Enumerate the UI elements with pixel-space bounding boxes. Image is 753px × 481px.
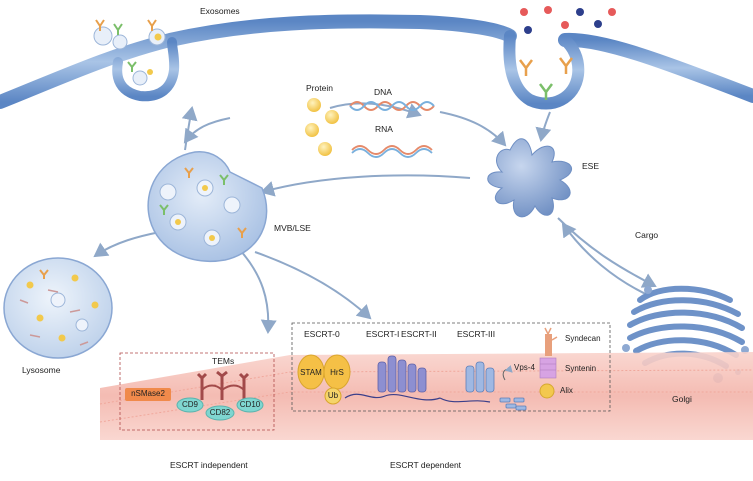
label-nsmase2: nSMase2 bbox=[131, 389, 165, 398]
label-escrt-independent: ESCRT independent bbox=[170, 460, 248, 470]
label-golgi: Golgi bbox=[672, 394, 692, 404]
vps4-arrow bbox=[502, 364, 513, 381]
label-escrt-dependent: ESCRT dependent bbox=[390, 460, 462, 470]
escrt-independent-box bbox=[119, 352, 275, 431]
label-tems: TEMs bbox=[212, 356, 235, 366]
ese-organelle bbox=[487, 138, 573, 218]
cd9-ellipse bbox=[176, 397, 204, 413]
label-protein: Protein bbox=[306, 83, 333, 93]
label-cd10: CD10 bbox=[239, 400, 261, 409]
syntenin-protein bbox=[539, 357, 557, 379]
lipid-bilayer bbox=[99, 352, 753, 440]
label-stam: STAM bbox=[300, 368, 322, 377]
label-cd82: CD82 bbox=[209, 408, 231, 417]
label-ese: ESE bbox=[582, 161, 600, 171]
label-lysosome: Lysosome bbox=[22, 365, 61, 375]
protein-spheres bbox=[305, 98, 339, 156]
label-escrt0: ESCRT-0 bbox=[304, 329, 340, 339]
label-escrt1: ESCRT-I bbox=[366, 329, 400, 339]
label-mvb: MVB/LSE bbox=[274, 223, 311, 233]
label-cd9: CD9 bbox=[181, 400, 198, 409]
nsmase2-box bbox=[125, 388, 171, 401]
label-dna: DNA bbox=[374, 87, 392, 97]
cd10-ellipse bbox=[236, 397, 264, 413]
label-cargo: Cargo bbox=[635, 230, 659, 240]
label-exosomes: Exosomes bbox=[200, 6, 240, 16]
label-escrt2: ESCRT-II bbox=[401, 329, 437, 339]
label-rna: RNA bbox=[375, 124, 393, 134]
label-alix: Alix bbox=[560, 386, 573, 395]
label-escrt3: ESCRT-III bbox=[457, 329, 496, 339]
escrt-dependent-box bbox=[291, 322, 611, 412]
alix-protein bbox=[539, 383, 555, 399]
label-syntenin: Syntenin bbox=[565, 364, 597, 373]
mvb-organelle bbox=[147, 151, 268, 262]
syndecan-protein bbox=[544, 327, 558, 356]
escrt0-complex bbox=[297, 354, 351, 405]
cd82-ellipse bbox=[205, 405, 235, 421]
escrt3-complex bbox=[439, 361, 527, 411]
pathway-arrows bbox=[93, 102, 657, 334]
tems-proteins bbox=[196, 370, 250, 400]
extracellular-ligands bbox=[519, 6, 616, 100]
escrt1-escrt2-complex bbox=[344, 355, 441, 401]
label-hrs: HrS bbox=[330, 368, 344, 377]
label-ub: Ub bbox=[327, 391, 339, 400]
rna-strand bbox=[351, 145, 433, 158]
dna-helix bbox=[349, 101, 435, 111]
lysosome-organelle bbox=[3, 257, 113, 359]
plasma-membrane bbox=[0, 14, 753, 110]
label-syndecan: Syndecan bbox=[565, 334, 601, 343]
label-vps4: Vps-4 bbox=[514, 363, 535, 372]
secreted-exosomes bbox=[93, 19, 166, 86]
